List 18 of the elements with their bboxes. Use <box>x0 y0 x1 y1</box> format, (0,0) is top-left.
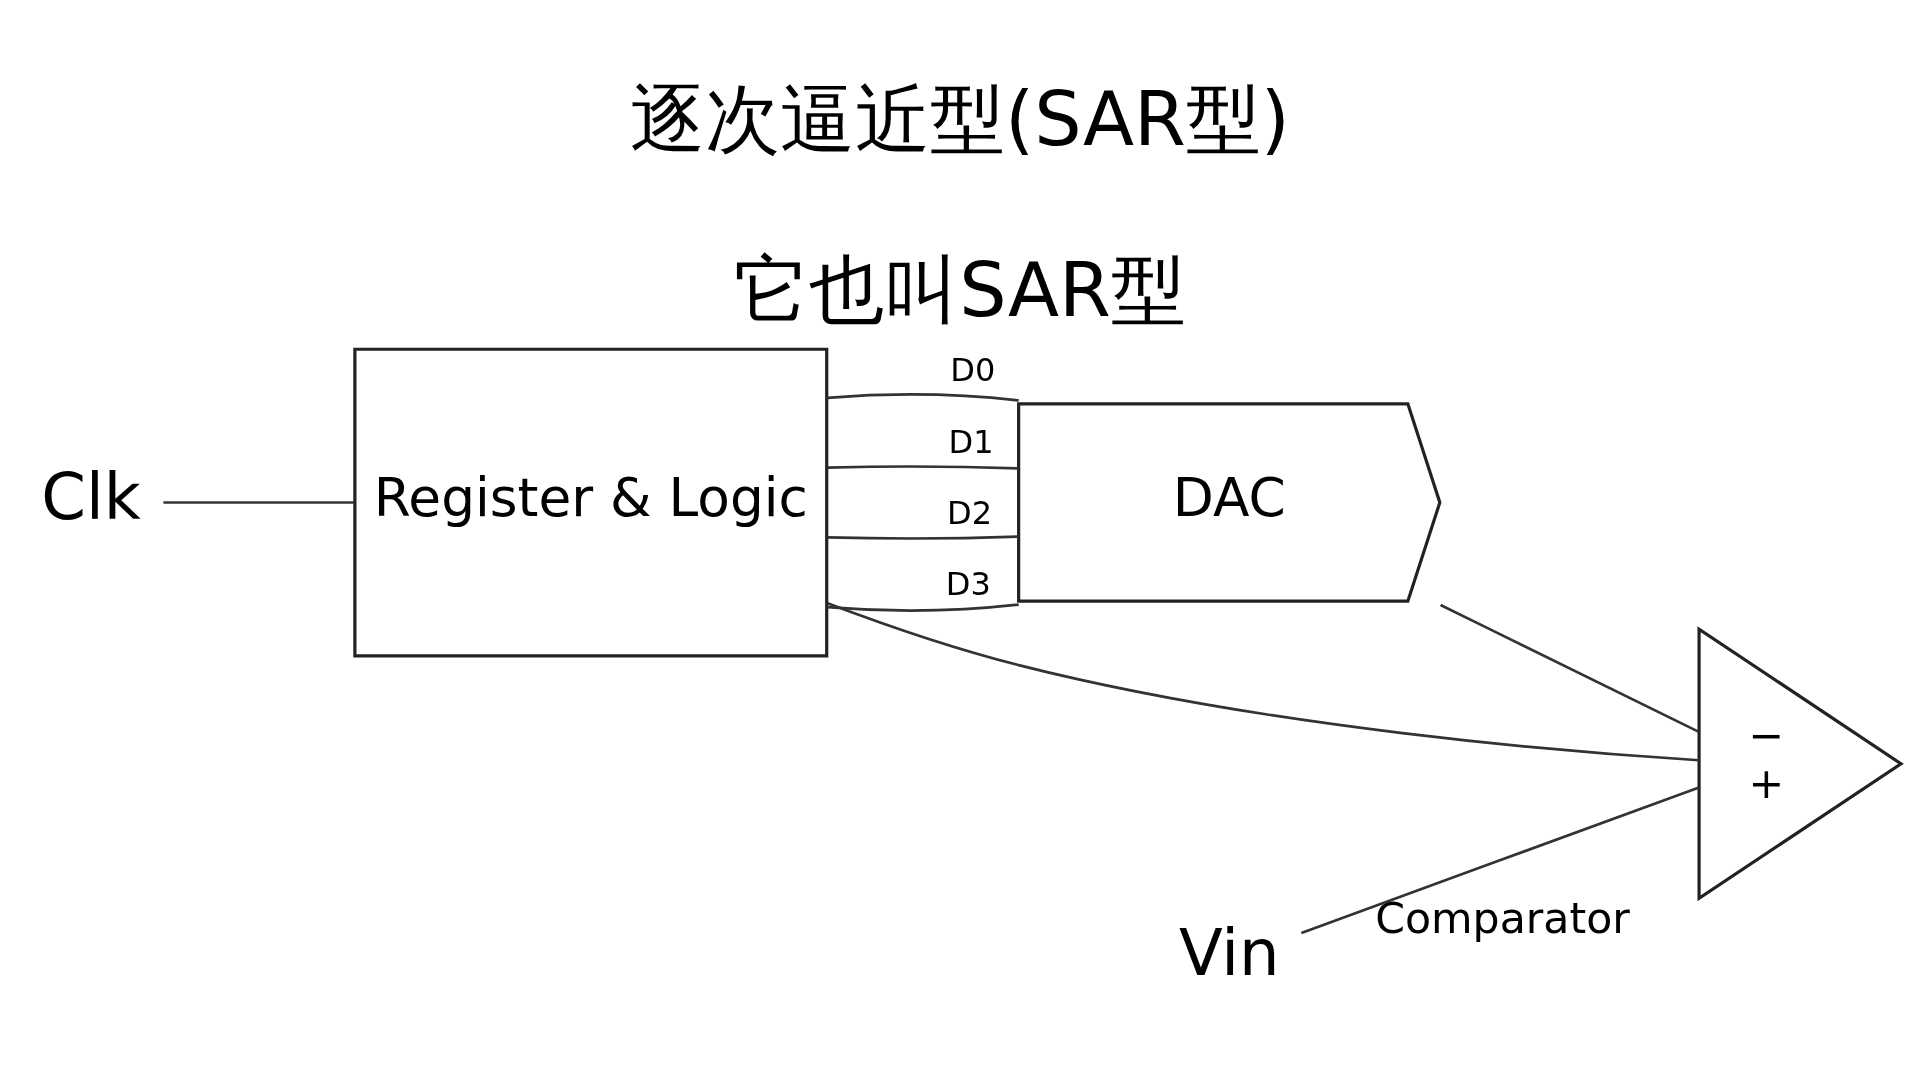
connector <box>827 601 1700 762</box>
node-box: Register & Logic <box>353 347 829 657</box>
node-text: Clk <box>41 459 141 534</box>
connector <box>1440 603 1699 733</box>
edge-label: D0 <box>950 350 996 389</box>
connector <box>1300 785 1699 934</box>
node-text: Vin <box>1178 915 1280 990</box>
diagram-title: 逐次逼近型(SAR型) <box>630 75 1290 163</box>
connector <box>163 500 355 504</box>
connector <box>827 392 1019 402</box>
connector <box>827 534 1019 540</box>
caption: 它也叫SAR型 <box>734 246 1186 334</box>
connector <box>827 602 1019 612</box>
edge-label: D2 <box>947 493 993 532</box>
node-label: Comparator <box>1375 892 1630 942</box>
edge-label: D3 <box>945 564 991 603</box>
connector <box>827 464 1019 470</box>
edge-label: D1 <box>948 422 994 461</box>
